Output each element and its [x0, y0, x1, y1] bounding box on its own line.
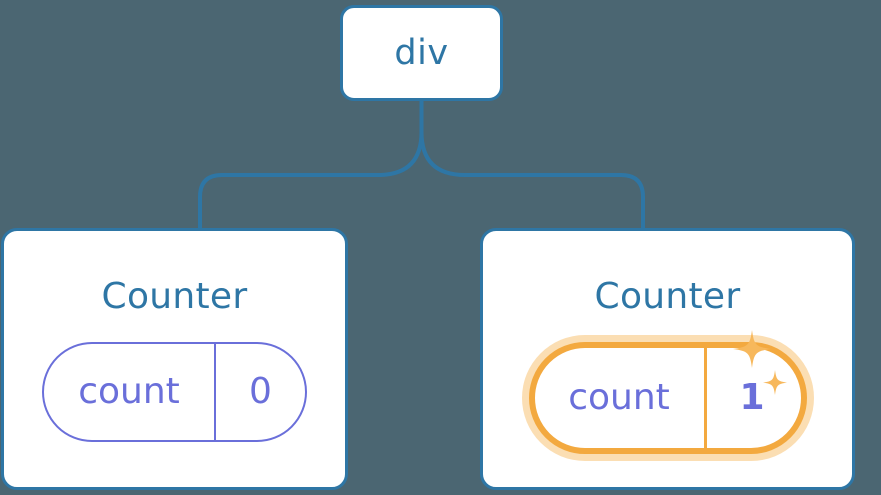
node-div-label: div [394, 32, 449, 73]
state-key-label: count [568, 377, 670, 418]
node-div[interactable]: div [340, 5, 503, 101]
state-value-cell: 1 [707, 348, 798, 448]
component-title: Counter [101, 276, 248, 317]
component-card-counter-right[interactable]: Counter count 1 [480, 228, 855, 490]
state-value-cell: 0 [216, 344, 305, 440]
edge-to-right-child [419, 101, 645, 228]
state-pill-highlighted[interactable]: count 1 [528, 330, 807, 454]
state-pill-wrapper: count 0 [4, 342, 345, 442]
component-card-counter-left[interactable]: Counter count 0 [1, 228, 348, 490]
state-key-cell: count [535, 348, 707, 448]
state-pill-wrapper: count 1 [483, 330, 852, 454]
component-title: Counter [594, 276, 741, 317]
state-value-label: 0 [249, 371, 272, 412]
state-key-label: count [78, 371, 180, 412]
state-value-label: 1 [739, 377, 765, 418]
state-pill[interactable]: count 0 [42, 342, 307, 442]
state-key-cell: count [44, 344, 216, 440]
edge-to-left-child [198, 101, 424, 228]
